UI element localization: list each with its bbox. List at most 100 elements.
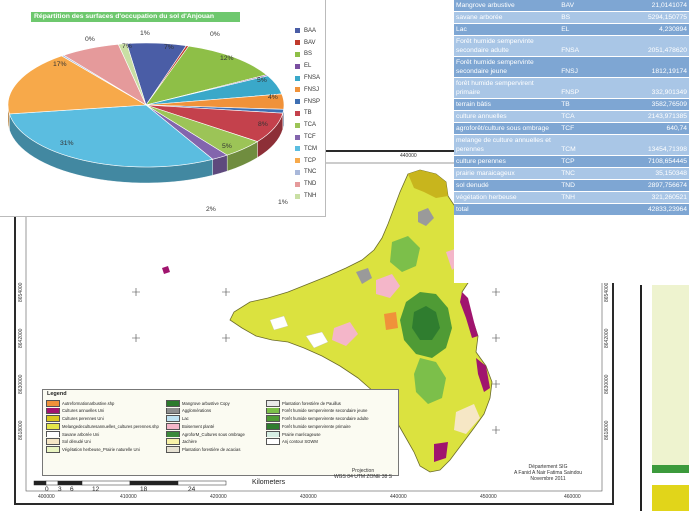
table-cell-code: TND — [559, 179, 615, 192]
table-cell-value: 2143,971385 — [614, 110, 689, 123]
pie-legend-label: TNH — [304, 193, 317, 200]
pie-legend-swatch — [295, 28, 300, 34]
legend-label: Forêt humide sempervirente primaire — [282, 423, 351, 429]
legend-label: Savane arborée Uni — [62, 431, 100, 437]
pie-legend-item: BAA — [295, 25, 320, 37]
table-cell-value: 13454,71398 — [614, 134, 689, 156]
legend-label: Plantation forestière de acacias — [182, 446, 241, 452]
legend-item: Lac — [166, 415, 264, 422]
map-bottom-tick: 450000 — [480, 494, 497, 500]
legend-title: Legend — [47, 391, 67, 397]
legend-swatch — [266, 430, 280, 438]
pie-legend-swatch — [295, 146, 300, 152]
map-left-tick: 8654000 — [18, 282, 24, 302]
table-cell-code: TCM — [559, 134, 615, 156]
pie-slice-tnh — [117, 43, 147, 106]
legend-label: Lac — [182, 416, 189, 422]
table-cell-value: 7108,654445 — [614, 155, 689, 168]
table-cell-name: terrain bâtis — [454, 98, 560, 111]
legend-item: Prairie marécageuse — [266, 430, 396, 438]
map-bottom-tick: 430000 — [300, 494, 317, 500]
pie-legend-swatch — [295, 122, 300, 128]
pie-legend-swatch — [295, 193, 300, 199]
pie-legend-label: BAV — [304, 39, 316, 46]
table-cell-code: TCP — [559, 155, 615, 168]
legend-label: Plantation forestière de Pauillus — [282, 400, 341, 406]
pie-legend-item: TB — [295, 108, 320, 120]
scale-label: 6 — [70, 486, 74, 493]
scale-labels: 0 3 6 12 18 24 Kilometers — [42, 470, 322, 498]
table-cell-name: melange de culture annuelles et perennes — [454, 134, 560, 156]
pie-legend-item: FNSP — [295, 96, 320, 108]
pie-legend-label: FNSA — [304, 75, 321, 82]
scale-unit: Kilometers — [252, 479, 286, 486]
pie-legend-label: TCM — [304, 145, 317, 152]
pie-legend-item: TCA — [295, 119, 320, 131]
map-right-tick: 8642000 — [604, 328, 610, 348]
legend-item: Sol dénudé Uni — [46, 438, 164, 445]
table-cell-name: agroforêt/culture sous ombrage — [454, 122, 560, 135]
legend-item: Forêt humide sempervirente secondaire ad… — [266, 415, 396, 422]
chart-title: Répartition des surfaces d'occupation du… — [31, 12, 240, 22]
map-right-tick: 8630000 — [604, 374, 610, 394]
pie-legend-swatch — [295, 110, 300, 116]
pie-label: 5% — [222, 143, 232, 150]
legend-swatch — [266, 423, 280, 430]
legend-item: Plantation forestière de acacias — [166, 446, 264, 453]
pie-legend-swatch — [295, 40, 300, 46]
pie-legend-item: TCM — [295, 143, 320, 155]
legend-item: Forêt humide sempervirente secondaire je… — [266, 407, 396, 415]
legend-label: Boisement planté — [182, 423, 215, 429]
pie-legend-item: TND — [295, 178, 320, 190]
legend-label: Forêt humide sempervirente secondaire je… — [282, 408, 368, 414]
scale-label: 12 — [92, 486, 100, 493]
table-cell-code: TCA — [559, 110, 615, 123]
table-cell-value: 4,230894 — [614, 23, 689, 36]
pie-legend-label: TB — [304, 110, 312, 117]
legend-label: AgroforM_Cultures sous ombrage — [182, 431, 245, 437]
pie-label: 7% — [122, 43, 132, 50]
map-bottom-tick: 400000 — [38, 494, 55, 500]
pie-slice-bs — [145, 45, 268, 106]
table-cell-value: 35,150348 — [614, 167, 689, 180]
legend-item: Agglomérations — [166, 407, 264, 415]
pie-legend-item: BAV — [295, 37, 320, 49]
pie-label: 5% — [257, 77, 267, 84]
legend-item: Cultures annuelles Uni — [46, 407, 164, 415]
legend-swatch — [46, 407, 60, 415]
map-bottom-tick: 410000 — [120, 494, 137, 500]
pie-label: 1% — [278, 199, 288, 206]
table-cell-code: TNH — [559, 191, 615, 204]
table-cell-name: Mangrove arbustive — [454, 0, 560, 12]
legend-label: Cultures perennes Uni — [62, 416, 104, 422]
legend-item: Jachère — [166, 438, 264, 445]
table-row: melange de culture annuelles et perennes… — [454, 134, 689, 156]
pie-label: 4% — [268, 94, 278, 101]
pie-legend-label: TNC — [304, 169, 317, 176]
pie-legend-label: TCP — [304, 157, 316, 164]
table-cell-name: Forêt humide sempervinte secondaire adul… — [454, 35, 560, 57]
map-left-tick: 8630000 — [18, 374, 24, 394]
table-cell-value: 3582,76509 — [614, 98, 689, 111]
pie-legend-label: TND — [304, 181, 317, 188]
pie-label: 12% — [220, 55, 234, 62]
table-cell-value: 1812,19174 — [614, 56, 689, 78]
table-cell-name: Forêt humide sempervinte secondaire jeun… — [454, 56, 560, 78]
table-cell-code: BAV — [559, 0, 615, 12]
legend-swatch — [46, 415, 60, 422]
table-cell-code: FNSP — [559, 77, 615, 99]
table-cell-value: 321,260521 — [614, 191, 689, 204]
map-bottom-tick: 420000 — [210, 494, 227, 500]
table-cell-value: 42833,23964 — [614, 203, 689, 216]
pie-label: 2% — [206, 206, 216, 213]
map-right-tick: 8618000 — [604, 420, 610, 440]
legend-swatch — [46, 423, 60, 430]
table-row: Forêt humide sempervinte secondaire adul… — [454, 35, 689, 57]
pie-label: 7% — [164, 44, 174, 51]
legend-swatch — [46, 446, 60, 453]
table-cell-value: 332,901349 — [614, 77, 689, 99]
legend-item: Forêt humide sempervirente primaire — [266, 423, 396, 430]
